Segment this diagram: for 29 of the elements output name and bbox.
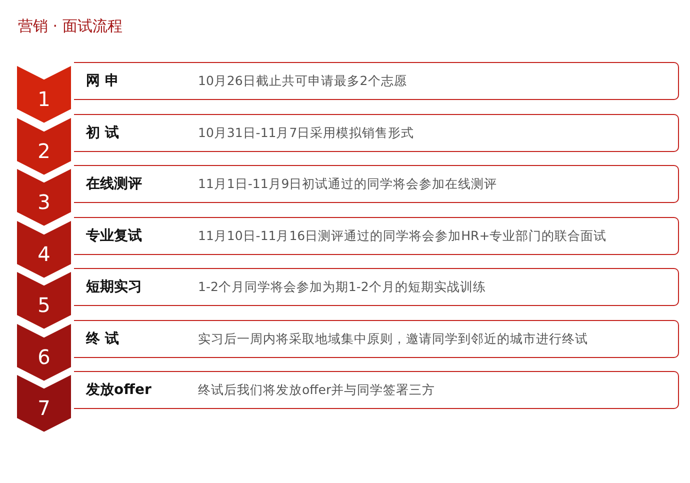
step-number: 6 bbox=[36, 346, 52, 368]
step-bar bbox=[74, 165, 679, 203]
step-number: 7 bbox=[36, 397, 52, 419]
step-heading: 专业复试 bbox=[86, 226, 142, 244]
step-bar bbox=[74, 216, 679, 254]
page-title: 营销 · 面试流程 bbox=[18, 17, 122, 36]
step-bar bbox=[74, 371, 679, 409]
step-description: 11月10日-11月16日测评通过的同学将会参加HR+专业部门的联合面试 bbox=[198, 228, 607, 244]
step-number: 1 bbox=[36, 88, 52, 110]
step-heading: 短期实习 bbox=[86, 278, 142, 296]
step-bar bbox=[74, 62, 679, 100]
step-number: 3 bbox=[36, 191, 52, 213]
step-number: 2 bbox=[36, 140, 52, 162]
step-description: 11月1日-11月9日初试通过的同学将会参加在线测评 bbox=[198, 176, 498, 193]
step-bar bbox=[74, 268, 679, 306]
step-bar bbox=[74, 114, 679, 152]
step-heading: 在线测评 bbox=[86, 175, 142, 193]
step-heading: 终 试 bbox=[86, 330, 119, 348]
step-description: 终试后我们将发放offer并与同学签署三方 bbox=[198, 382, 436, 399]
step-description: 实习后一周内将采取地域集中原则，邀请同学到邻近的城市进行终试 bbox=[198, 330, 588, 348]
step-heading: 初 试 bbox=[86, 124, 119, 142]
step-heading: 发放offer bbox=[86, 381, 152, 399]
step-number: 4 bbox=[36, 242, 52, 264]
step-bar bbox=[74, 320, 679, 358]
step-description: 10月31日-11月7日采用模拟销售形式 bbox=[198, 124, 414, 142]
step-description: 1-2个月同学将会参加为期1-2个月的短期实战训练 bbox=[198, 279, 486, 296]
step-heading: 网 申 bbox=[86, 72, 119, 90]
step-number: 5 bbox=[36, 294, 52, 316]
step-description: 10月26日截止共可申请最多2个志愿 bbox=[198, 73, 407, 90]
